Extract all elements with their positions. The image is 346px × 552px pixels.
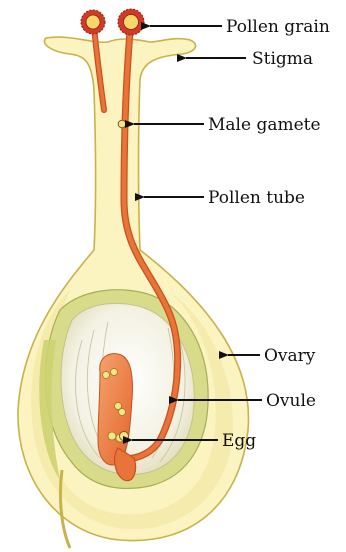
male-gamete [118,120,126,128]
label-egg: Egg [222,431,256,451]
pollen-grain-right [118,9,144,35]
egg-cell [120,432,129,441]
label-ovary: Ovary [264,346,316,366]
pollen-grain-left [81,10,105,34]
label-pollen-grain: Pollen grain [226,17,330,37]
label-stigma: Stigma [252,49,313,69]
label-pollen-tube: Pollen tube [208,188,305,208]
label-male-gamete: Male gamete [208,115,321,135]
label-ovule: Ovule [266,391,316,411]
